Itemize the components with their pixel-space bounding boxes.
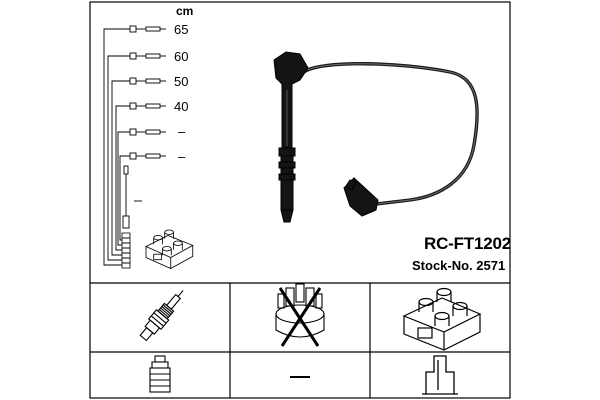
compat-coil-terminal bbox=[422, 355, 458, 395]
cable-set-overview bbox=[103, 25, 194, 269]
terminal-stack bbox=[121, 232, 131, 269]
small-coil-pack-icon bbox=[145, 229, 194, 269]
cable-length-6: – bbox=[178, 149, 186, 164]
ignition-lead-drawing bbox=[273, 51, 479, 223]
lead-wire-core bbox=[303, 63, 478, 205]
cable-length-5: – bbox=[178, 124, 186, 139]
coil-boot-icon bbox=[343, 177, 379, 217]
cable-6 bbox=[119, 152, 166, 241]
sheet-frame bbox=[89, 1, 511, 399]
short-lead bbox=[122, 165, 142, 229]
cable-65 bbox=[103, 25, 166, 266]
compat-distributor-cap bbox=[275, 283, 325, 347]
cable-60 bbox=[107, 52, 166, 261]
stock-number: Stock-No. 2571 bbox=[412, 258, 506, 273]
cable-5 bbox=[117, 128, 166, 246]
compat-ignition-coil bbox=[402, 287, 482, 351]
unit-label: cm bbox=[176, 4, 194, 18]
cable-40 bbox=[115, 102, 166, 251]
cable-50 bbox=[111, 77, 166, 256]
lead-wire bbox=[302, 62, 479, 206]
cable-length-3: 50 bbox=[174, 74, 189, 89]
compat-spark-plug bbox=[139, 290, 184, 342]
cable-length-1: 65 bbox=[174, 22, 189, 37]
cable-length-4: 40 bbox=[174, 99, 189, 114]
compat-plug-terminal bbox=[149, 355, 171, 393]
cable-length-2: 60 bbox=[174, 49, 189, 64]
part-number: RC-FT1202 bbox=[424, 234, 512, 253]
plug-boot-icon bbox=[273, 51, 309, 223]
